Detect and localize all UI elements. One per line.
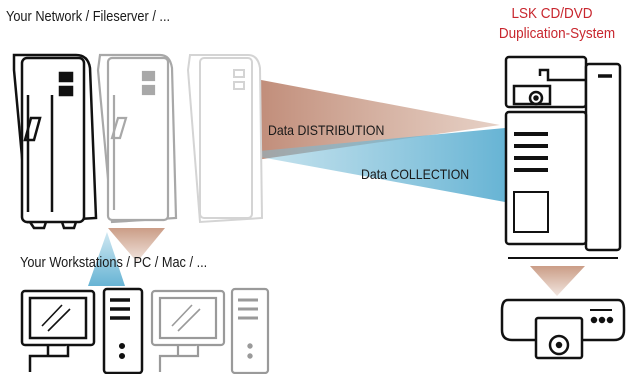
collection-label: Data COLLECTION <box>361 166 470 182</box>
disc-printer-icon <box>500 298 626 360</box>
workstation-to-server-beam <box>88 232 125 286</box>
system-title-line1: LSK CD/DVD <box>511 5 593 22</box>
duplicator-tower-icon <box>504 55 622 259</box>
server-icon <box>186 54 264 224</box>
server-to-workstation-beam <box>108 228 165 262</box>
collection-beam <box>238 128 505 202</box>
server-icon <box>12 53 98 230</box>
workstation-icon <box>20 287 144 374</box>
workstations-label: Your Workstations / PC / Mac / ... <box>20 255 208 271</box>
workstation-icon <box>150 287 270 374</box>
server-icon <box>96 53 178 224</box>
system-to-printer-beam <box>530 266 585 296</box>
distribution-beam <box>235 75 500 163</box>
system-title-line2: Duplication-System <box>498 25 616 42</box>
network-label: Your Network / Fileserver / ... <box>6 9 171 25</box>
distribution-label: Data DISTRIBUTION <box>268 122 385 138</box>
